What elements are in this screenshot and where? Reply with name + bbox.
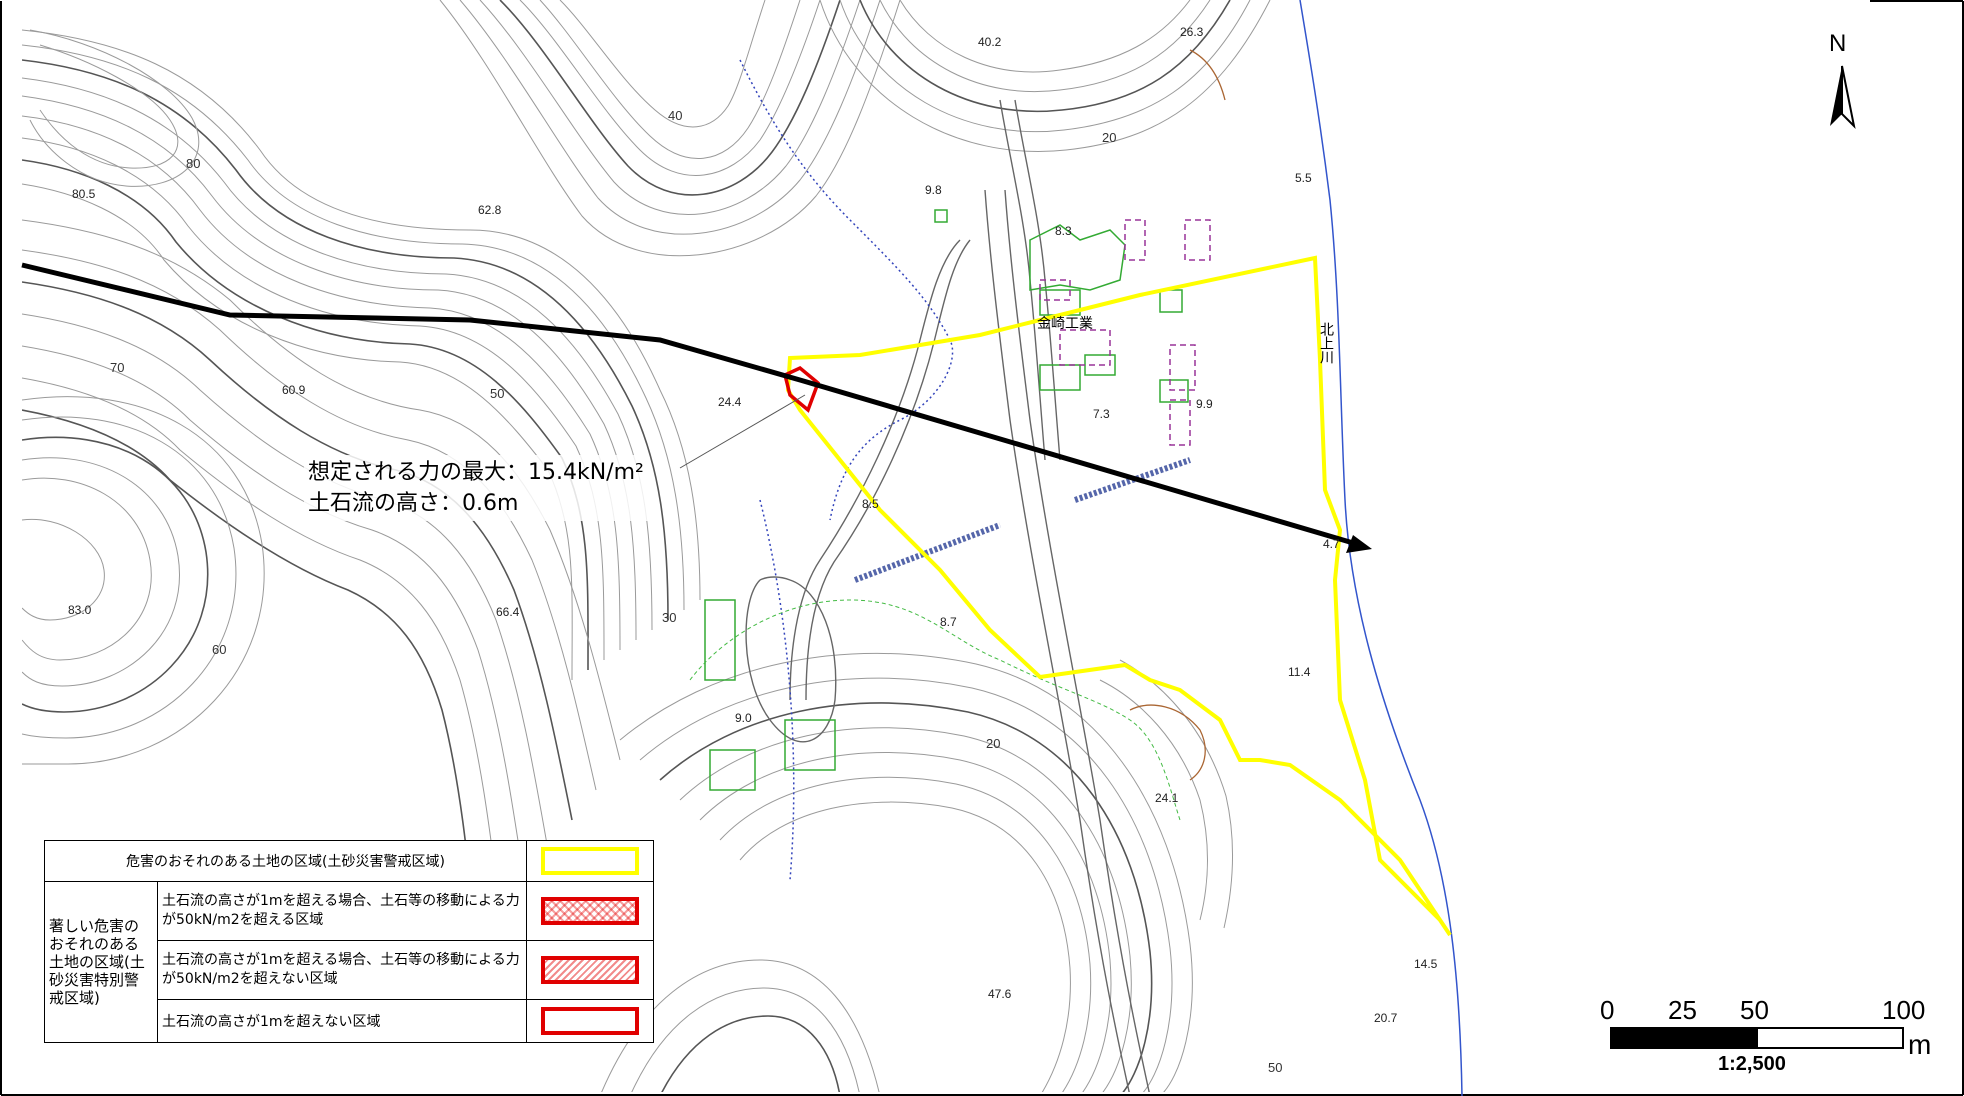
spot-height: 7.3: [1093, 407, 1110, 421]
special-zone-mid-swatch: [541, 956, 639, 984]
contour-label: 50: [490, 386, 504, 401]
contour-label: 50: [1268, 1060, 1282, 1075]
legend-label: 土石流の高さが1mを超える場合、土石等の移動による力が50kN/m2を超えない区…: [157, 940, 527, 1000]
scale-unit: m: [1908, 1029, 1932, 1060]
legend-group-label: 著しい危害のおそれのある土地の区域(土砂災害特別警戒区域): [44, 881, 158, 1043]
river-label: 北上川: [1318, 322, 1334, 364]
spot-height: 24.1: [1155, 791, 1179, 805]
force-annotation: 想定される力の最大：15.4kN/m² 土石流の高さ：0.6m: [304, 455, 648, 521]
contour-labels: 40 80 20 70 50 30 60 20 50: [110, 108, 1282, 1075]
scale-ratio: 1:2,500: [1718, 1053, 1786, 1075]
contour-label: 20: [1102, 130, 1116, 145]
spot-height: 9.8: [925, 183, 942, 197]
legend-row-warning: 危害のおそれのある土地の区域(土砂災害警戒区域): [44, 840, 654, 882]
spot-height: 9.9: [1196, 397, 1213, 411]
legend-label: 土石流の高さが1mを超える場合、土石等の移動による力が50kN/m2を超える区域: [157, 881, 527, 941]
spot-height: 60.9: [282, 383, 306, 397]
scale-segment-white: [1756, 1027, 1904, 1049]
spot-height: 8.3: [1055, 224, 1072, 238]
spot-height: 11.4: [1288, 665, 1311, 679]
contour-label: 60: [212, 642, 226, 657]
spot-height: 80.5: [72, 187, 96, 201]
contour-label: 80: [186, 156, 200, 171]
legend-label: 土石流の高さが1mを超えない区域: [157, 999, 527, 1043]
scale-segment-black: [1610, 1027, 1758, 1049]
roads: [745, 99, 1150, 1092]
spot-height: 66.4: [496, 605, 520, 619]
contour-label: 20: [986, 736, 1000, 751]
max-force-text: 想定される力の最大：15.4kN/m²: [308, 460, 644, 485]
scale-tick: 0: [1600, 995, 1615, 1025]
contour-label: 40: [668, 108, 682, 123]
spot-heights: 40.2 26.3 80.5 62.8 9.8 8.3 5.5 60.9 24.…: [68, 25, 1438, 1025]
warning-zone-boundary: [785, 255, 1452, 937]
legend-row-special-mid: 土石流の高さが1mを超える場合、土石等の移動による力が50kN/m2を超えない区…: [45, 940, 654, 1000]
spot-height: 26.3: [1180, 25, 1204, 39]
legend-row-special-high: 著しい危害のおそれのある土地の区域(土砂災害特別警戒区域) 土石流の高さが1mを…: [44, 881, 654, 1043]
legend-label: 危害のおそれのある土地の区域(土砂災害警戒区域): [44, 840, 527, 882]
north-arrow-icon: N: [1818, 30, 1868, 130]
spot-height: 14.5: [1414, 957, 1438, 971]
spot-height: 8.7: [940, 615, 957, 629]
spot-height: 4.7: [1323, 537, 1340, 551]
leader-line: [679, 394, 806, 469]
warning-zone-swatch: [541, 847, 639, 875]
blue-dotted-line: [739, 59, 954, 521]
legend: 危害のおそれのある土地の区域(土砂災害警戒区域) 著しい危害のおそれのある土地の…: [44, 840, 654, 1043]
contour-label: 30: [662, 610, 676, 625]
debris-height-text: 土石流の高さ：0.6m: [308, 491, 519, 516]
structures: [1039, 219, 1211, 446]
spot-height: 8.5: [862, 497, 879, 511]
spot-height: 24.4: [718, 395, 742, 409]
scale-tick: 100: [1882, 995, 1926, 1025]
spot-height: 83.0: [68, 603, 92, 617]
north-label: N: [1829, 30, 1847, 57]
spot-height: 62.8: [478, 203, 502, 217]
legend-row-special-low: 土石流の高さが1mを超えない区域: [45, 999, 654, 1043]
scale-tick: 50: [1740, 995, 1769, 1025]
special-zone-high-swatch: [541, 897, 639, 925]
special-zone-low-swatch: [541, 1007, 639, 1035]
contour-label: 70: [110, 360, 124, 375]
scale-tick: 25: [1668, 995, 1697, 1025]
flow-line: [21, 262, 1361, 548]
spot-height: 40.2: [978, 35, 1002, 49]
flow-arrowhead: [1346, 535, 1372, 553]
special-zone: [782, 365, 821, 413]
spot-height: 9.0: [735, 711, 752, 725]
spot-height: 20.7: [1374, 1011, 1398, 1025]
factory-label: 金崎工業: [1037, 316, 1093, 332]
scale-bar: 0 25 50 100 m 1:2,500: [1600, 995, 1931, 1075]
spot-height: 47.6: [988, 987, 1012, 1001]
river-bank: [1299, 0, 1463, 1096]
green-dashed-line: [689, 599, 1181, 821]
spot-height: 5.5: [1295, 171, 1312, 185]
